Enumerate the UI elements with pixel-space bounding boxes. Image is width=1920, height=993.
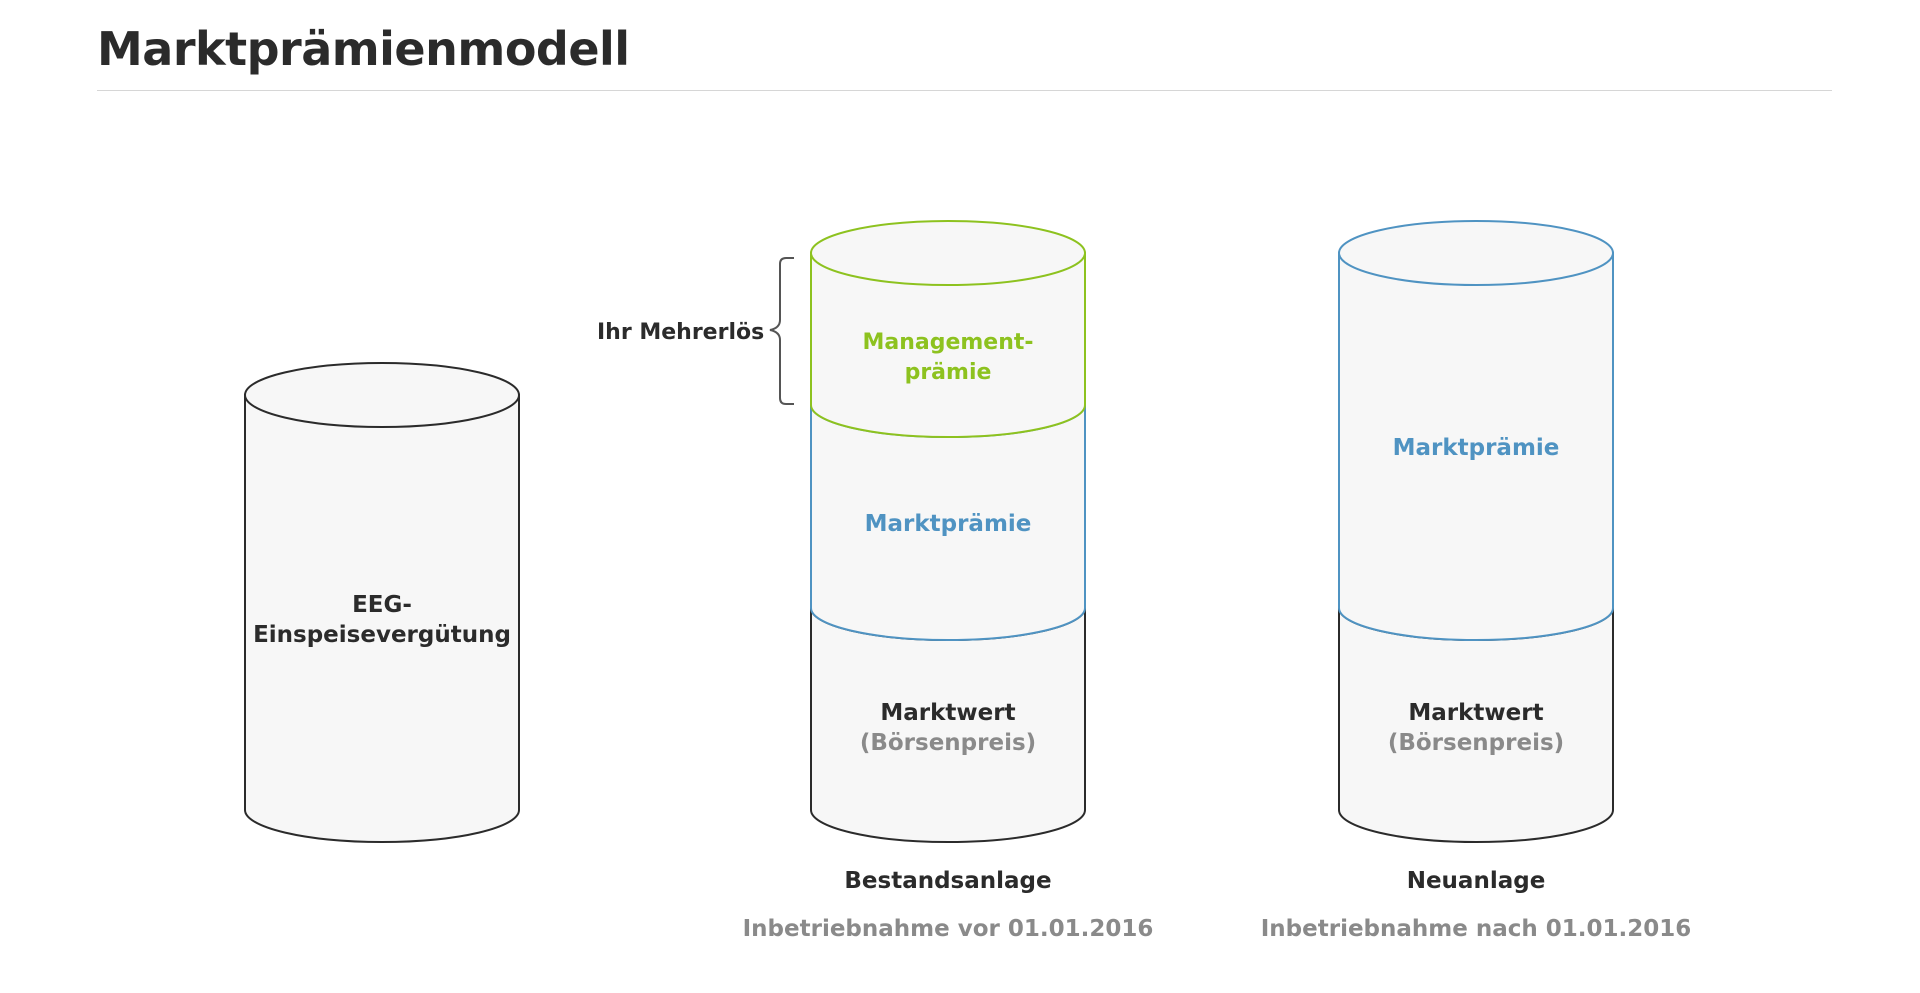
cylinder-neu-top	[1338, 220, 1614, 286]
page-title: Marktprämienmodell	[97, 22, 630, 76]
cylinder-eeg-body	[244, 394, 520, 843]
neu-subcaption: Inbetriebnahme nach 01.01.2016	[1260, 916, 1692, 942]
bestand-subcaption: Inbetriebnahme vor 01.01.2016	[742, 916, 1154, 942]
eeg-label: EEG- Einspeisevergütung	[253, 590, 511, 650]
eeg-label-line1: EEG-	[352, 592, 412, 618]
bestand-marktwert: Marktwert	[880, 700, 1016, 726]
cylinder-neu	[1338, 220, 1614, 843]
cylinder-bestand-top	[810, 220, 1086, 286]
bestand-marktpraemie-label: Marktprämie	[864, 511, 1032, 537]
bestand-marktwert-label: Marktwert (Börsenpreis)	[860, 698, 1036, 758]
bestand-management-label: Management- prämie	[862, 328, 1033, 388]
cylinder-eeg-top	[244, 362, 520, 428]
eeg-label-line2: Einspeisevergütung	[253, 622, 511, 648]
neu-marktpraemie-label: Marktprämie	[1392, 435, 1560, 461]
mehrerloes-brace	[769, 257, 794, 405]
neu-marktwert: Marktwert	[1408, 700, 1544, 726]
neu-caption: Neuanlage	[1406, 868, 1546, 894]
bestand-management-line1: Management-	[862, 330, 1034, 355]
cylinder-eeg	[244, 362, 520, 843]
bestand-caption: Bestandsanlage	[844, 868, 1052, 894]
cylinder-bestand	[810, 220, 1086, 843]
neu-marktwert-label: Marktwert (Börsenpreis)	[1388, 698, 1564, 758]
cylinder-neu-marktpraemie-segment	[1338, 252, 1614, 641]
cylinder-bestand-management-segment	[810, 252, 1086, 438]
bestand-boersenpreis: (Börsenpreis)	[859, 730, 1037, 756]
mehrerloes-label: Ihr Mehrerlös	[597, 320, 765, 345]
title-divider	[97, 90, 1832, 91]
bestand-management-line2: prämie	[904, 360, 992, 385]
neu-boersenpreis: (Börsenpreis)	[1387, 730, 1565, 756]
